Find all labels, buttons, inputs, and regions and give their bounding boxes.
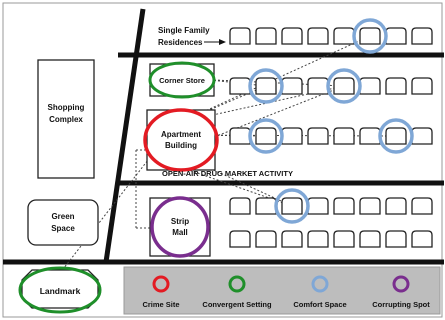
landmark-label: Landmark <box>40 286 81 296</box>
corner-store-convergent-marker <box>148 61 216 99</box>
house-icon <box>229 127 251 145</box>
shopping-complex <box>37 59 95 179</box>
house-icon <box>229 197 251 215</box>
comfort-space-marker <box>378 118 414 154</box>
house-icon <box>411 77 433 95</box>
house-icon <box>229 27 251 45</box>
convergent-setting-legend-label: Convergent Setting <box>202 300 272 309</box>
house-icon <box>255 77 277 95</box>
corrupting-spot-legend-label: Corrupting Spot <box>372 300 430 309</box>
comfort-space-marker <box>248 118 284 154</box>
house-icon <box>359 230 381 248</box>
house-icon <box>307 127 329 145</box>
shopping-complex-label-line1: Shopping <box>48 103 85 112</box>
comfort-space-legend-icon <box>311 275 329 293</box>
house-icon <box>359 127 381 145</box>
house-icon <box>255 197 277 215</box>
apartment-label-line2: Building <box>165 141 197 150</box>
house-icon <box>307 197 329 215</box>
house-icon <box>307 27 329 45</box>
house-icon <box>281 77 303 95</box>
green-space-label-line1: Green <box>51 212 74 221</box>
house-icon <box>281 197 303 215</box>
comfort-space-legend-label: Comfort Space <box>293 300 346 309</box>
apartment-label-line1: Apartment <box>161 130 201 139</box>
house-icon <box>359 27 381 45</box>
house-icon <box>229 230 251 248</box>
house-icon <box>307 230 329 248</box>
house-icon <box>255 27 277 45</box>
road-network <box>3 8 444 265</box>
house-icon <box>385 230 407 248</box>
corrupting-spot-legend-icon <box>392 275 410 293</box>
landmark-convergent-marker <box>18 266 102 314</box>
apartment-crime-site-marker <box>143 108 219 172</box>
apartment-building <box>146 109 216 171</box>
house-icon <box>359 197 381 215</box>
road-diagonal <box>103 8 146 263</box>
house-icon <box>385 197 407 215</box>
green-space <box>27 199 99 246</box>
house-icon <box>411 197 433 215</box>
single-family-arrowhead-icon <box>219 39 226 45</box>
comfort-space-marker <box>248 68 284 104</box>
house-icon <box>281 127 303 145</box>
house-icon <box>255 127 277 145</box>
house-icon <box>333 127 355 145</box>
single-family-label-line1: Single Family <box>158 26 210 35</box>
comfort-space-marker <box>352 18 388 54</box>
convergent-setting-legend-icon <box>228 275 246 293</box>
house-icon <box>281 230 303 248</box>
house-icon <box>411 27 433 45</box>
house-icon <box>281 27 303 45</box>
legend: Crime Site Convergent Setting Comfort Sp… <box>123 266 441 315</box>
crime-site-legend-label: Crime Site <box>142 300 179 309</box>
shopping-complex-label-line2: Complex <box>49 115 83 124</box>
strip-mall-label-line2: Mall <box>172 228 188 237</box>
strip-mall-corrupting-marker <box>150 196 210 258</box>
house-icon <box>411 127 433 145</box>
network-link <box>180 35 371 123</box>
comfort-space-marker <box>326 68 362 104</box>
house-icon <box>359 77 381 95</box>
house-icon <box>385 77 407 95</box>
crime-site-legend-icon <box>152 275 170 293</box>
residence-grid <box>229 27 433 248</box>
house-icon <box>307 77 329 95</box>
house-icon <box>333 230 355 248</box>
house-icon <box>333 27 355 45</box>
legend-background <box>123 266 441 315</box>
house-icon <box>333 77 355 95</box>
green-space-label-line2: Space <box>51 224 75 233</box>
house-icon <box>385 127 407 145</box>
house-icon <box>333 197 355 215</box>
house-icon <box>411 230 433 248</box>
drug-market-label: OPEN-AIR DRUG MARKET ACTIVITY <box>162 169 293 178</box>
comfort-space-markers <box>248 18 414 224</box>
house-icon <box>385 27 407 45</box>
house-icon <box>229 77 251 95</box>
strip-mall-label-line1: Strip <box>171 217 189 226</box>
single-family-label-line2: Residences <box>158 38 203 47</box>
comfort-space-marker <box>274 188 310 224</box>
house-icon <box>255 230 277 248</box>
corner-store-label: Corner Store <box>159 76 205 85</box>
